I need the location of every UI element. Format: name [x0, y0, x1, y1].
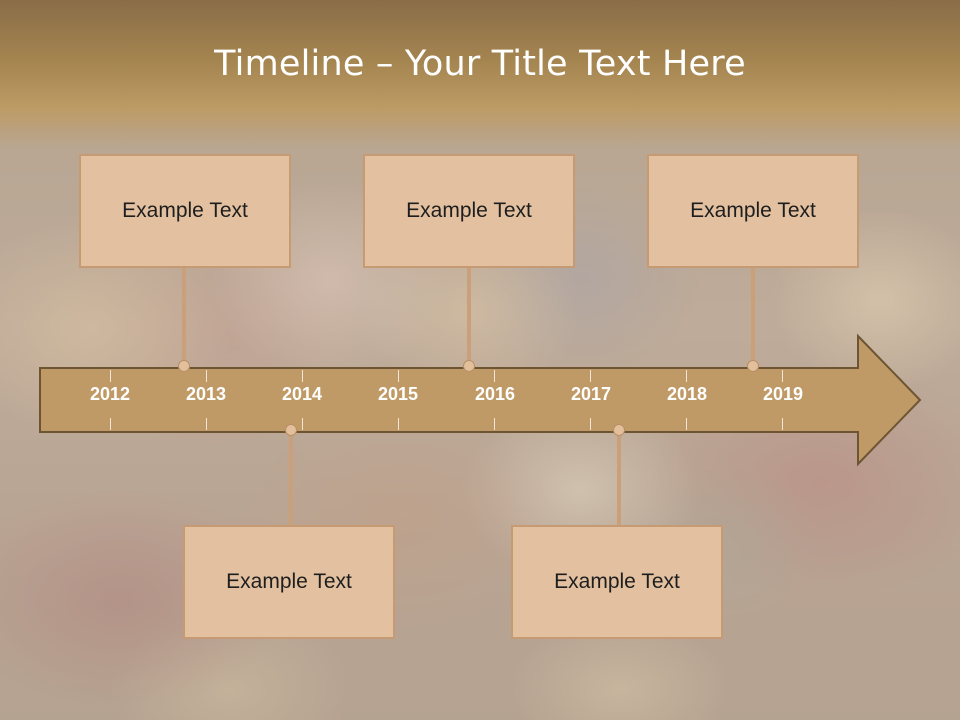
year-tick [494, 370, 495, 382]
event-connector-bottom [289, 430, 293, 527]
year-label-2015: 2015 [377, 384, 419, 404]
year-tick [782, 418, 783, 430]
year-tick [206, 370, 207, 382]
event-marker-dot [463, 360, 475, 372]
year-label-2018: 2018 [666, 384, 708, 404]
year-tick [206, 418, 207, 430]
year-label-2019: 2019 [762, 384, 804, 404]
year-tick [398, 418, 399, 430]
event-marker-dot [285, 424, 297, 436]
year-label-2012: 2012 [89, 384, 131, 404]
year-label-2017: 2017 [570, 384, 612, 404]
year-label-2014: 2014 [281, 384, 323, 404]
event-box-top-3[interactable]: Example Text [647, 154, 859, 268]
event-marker-dot [747, 360, 759, 372]
year-tick [686, 370, 687, 382]
event-marker-dot [178, 360, 190, 372]
year-tick [686, 418, 687, 430]
slide-title[interactable]: Timeline – Your Title Text Here [214, 44, 746, 84]
event-box-bottom-1[interactable]: Example Text [183, 525, 395, 639]
event-box-top-1[interactable]: Example Text [79, 154, 291, 268]
event-marker-dot [613, 424, 625, 436]
event-box-top-2[interactable]: Example Text [363, 154, 575, 268]
timeline-arrow-shape [39, 333, 922, 467]
year-label-2013: 2013 [185, 384, 227, 404]
year-tick [398, 370, 399, 382]
year-label-2016: 2016 [474, 384, 516, 404]
event-connector-bottom [617, 430, 621, 527]
event-connector-top [467, 268, 471, 366]
event-connector-top [751, 268, 755, 366]
year-tick [782, 370, 783, 382]
year-tick [302, 370, 303, 382]
event-box-bottom-2[interactable]: Example Text [511, 525, 723, 639]
year-tick [302, 418, 303, 430]
year-tick [590, 418, 591, 430]
year-tick [494, 418, 495, 430]
event-connector-top [182, 268, 186, 366]
year-tick [590, 370, 591, 382]
title-bar [0, 0, 960, 150]
year-tick [110, 370, 111, 382]
year-tick [110, 418, 111, 430]
